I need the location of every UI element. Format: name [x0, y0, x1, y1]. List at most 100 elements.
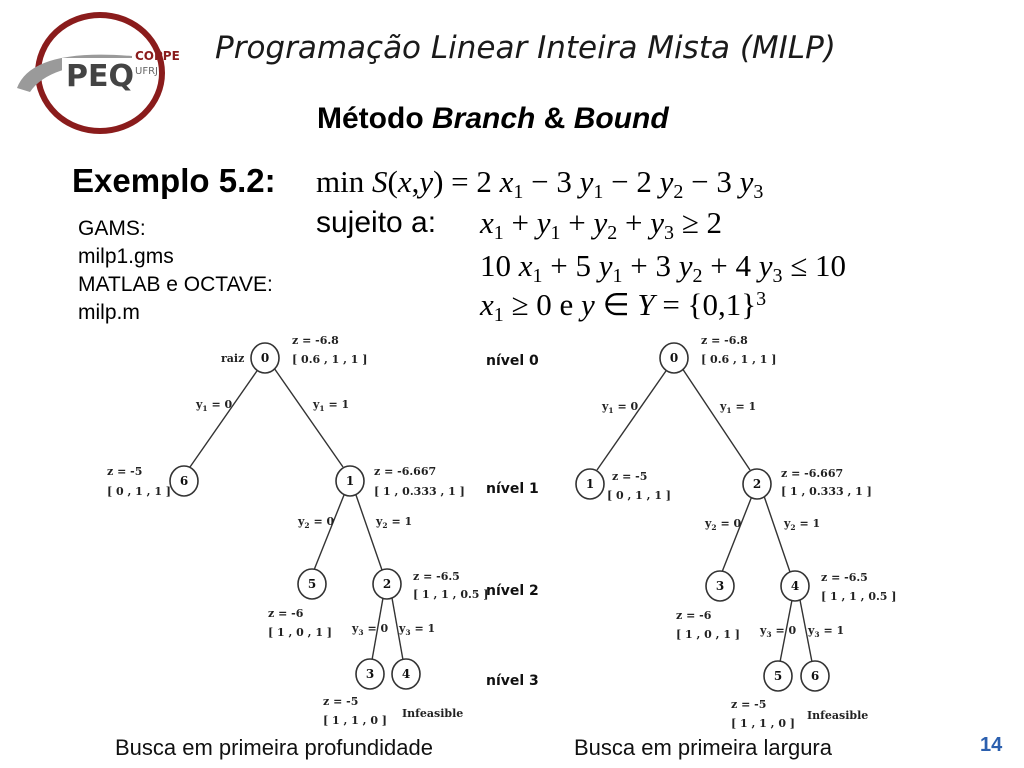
- left-n5-vec: [ 1 , 0 , 1 ]: [268, 626, 332, 639]
- right-node-5: [763, 660, 793, 692]
- right-branch-y1-1: y1 = 1: [719, 400, 756, 415]
- left-n2-vec: [ 1 , 1 , 0.5 ]: [413, 588, 489, 601]
- left-tree-node-labels: 0 6 1 5 2 3 4: [180, 351, 410, 681]
- right-node-0: [659, 342, 689, 374]
- left-node-0-label: 0: [261, 351, 269, 365]
- right-n6-infeasible: Infeasible: [807, 709, 868, 722]
- right-tree-node-labels: 0 1 2 3 4 5 6: [586, 351, 819, 683]
- method-amp: &: [535, 102, 574, 135]
- left-branch-y1-0: y1 = 0: [195, 398, 233, 413]
- left-node-4: [391, 658, 421, 690]
- objective-function: min S(x,y) = 2 x1 − 3 y1 − 2 y2 − 3 y3: [316, 164, 764, 203]
- right-node-0-label: 0: [670, 351, 678, 365]
- page-number: 14: [980, 734, 1003, 756]
- constraint-1-text: x1 + y1 + y2 + y3 ≥ 2: [480, 205, 723, 244]
- file-ref-matlab-label: MATLAB e OCTAVE:: [78, 273, 273, 296]
- constraint-2-text: 10 x1 + 5 y1 + 3 y2 + 4 y3 ≤ 10: [480, 248, 847, 287]
- right-n1-vec: [ 0 , 1 , 1 ]: [607, 489, 671, 502]
- right-branch-y2-0: y2 = 0: [704, 517, 742, 532]
- right-n4-z: z = -6.5: [821, 571, 868, 584]
- right-node-1-label: 1: [586, 477, 594, 491]
- level-labels: nível 0 nível 1 nível 2 nível 3: [486, 353, 539, 689]
- left-tree-annotations: z = -6.8 [ 0.6 , 1 , 1 ] z = -5 [ 0 , 1 …: [107, 334, 489, 727]
- file-ref-gams-file: milp1.gms: [78, 245, 174, 268]
- right-node-5-label: 5: [774, 669, 782, 683]
- left-node-3-label: 3: [366, 667, 374, 681]
- right-node-3: [705, 570, 735, 602]
- left-node-5: [297, 568, 327, 600]
- left-n3-vec: [ 1 , 1 , 0 ]: [323, 714, 387, 727]
- objective-rendered: min S(x,y) = 2 x1 − 3 y1 − 2 y2 − 3 y3: [316, 164, 764, 203]
- constraint-3-text: x1 ≥ 0 e y ∈ Y = {0,1}3: [480, 287, 767, 326]
- example-label: Exemplo 5.2:: [72, 162, 276, 199]
- left-node-1-label: 1: [346, 474, 354, 488]
- level-0-label: nível 0: [486, 353, 539, 369]
- right-tree-annotations: z = -6.8 [ 0.6 , 1 , 1 ] z = -5 [ 0 , 1 …: [607, 334, 897, 730]
- right-n0-vec: [ 0.6 , 1 , 1 ]: [701, 353, 777, 366]
- subject-to-label: sujeito a:: [316, 206, 437, 239]
- left-root-label: raiz: [221, 352, 244, 365]
- right-n0-z: z = -6.8: [701, 334, 748, 347]
- left-branch-y3-0: y3 = 0: [351, 622, 389, 637]
- right-node-2-label: 2: [753, 477, 761, 491]
- right-branch-y1-0: y1 = 0: [601, 400, 639, 415]
- right-n2-vec: [ 1 , 0.333 , 1 ]: [781, 485, 872, 498]
- right-node-4-label: 4: [791, 579, 799, 593]
- left-node-2: [372, 568, 402, 600]
- left-branch-y1-1: y1 = 1: [312, 398, 349, 413]
- left-n3-z: z = -5: [323, 695, 358, 708]
- right-n3-z: z = -6: [676, 609, 712, 622]
- method-bound: Bound: [573, 102, 669, 135]
- method-prefix: Método: [317, 102, 432, 135]
- left-n2-z: z = -6.5: [413, 570, 460, 583]
- logo-subscript: UFRJ: [135, 66, 158, 77]
- left-node-5-label: 5: [308, 577, 316, 591]
- left-n6-z: z = -5: [107, 465, 142, 478]
- right-node-4: [780, 570, 810, 602]
- left-node-6: [169, 465, 199, 497]
- left-n1-z: z = -6.667: [374, 465, 436, 478]
- left-tree-nodes: [169, 342, 421, 690]
- left-node-1: [335, 465, 365, 497]
- left-node-6-label: 6: [180, 474, 188, 488]
- file-ref-gams-label: GAMS:: [78, 217, 146, 240]
- right-n5-vec: [ 1 , 1 , 0 ]: [731, 717, 795, 730]
- right-n5-z: z = -5: [731, 698, 766, 711]
- left-tree-edges: [189, 367, 404, 661]
- left-n4-infeasible: Infeasible: [402, 707, 463, 720]
- file-ref-matlab-file: milp.m: [78, 301, 140, 324]
- level-2-label: nível 2: [486, 583, 539, 599]
- constraint-3: x1 ≥ 0 e y ∈ Y = {0,1}3: [480, 287, 767, 326]
- right-branch-y2-1: y2 = 1: [783, 517, 820, 532]
- constraint-2: 10 x1 + 5 y1 + 3 y2 + 4 y3 ≤ 10: [480, 248, 847, 287]
- right-n1-z: z = -5: [612, 470, 647, 483]
- peq-coppe-logo: PEQ COPPE UFRJ: [17, 12, 180, 134]
- right-tree-nodes: [575, 342, 830, 692]
- left-node-4-label: 4: [402, 667, 410, 681]
- left-branch-y3-1: y3 = 1: [398, 622, 435, 637]
- left-n0-z: z = -6.8: [292, 334, 339, 347]
- right-node-1: [575, 468, 605, 500]
- left-node-2-label: 2: [383, 577, 391, 591]
- level-3-label: nível 3: [486, 673, 539, 689]
- constraint-1: x1 + y1 + y2 + y3 ≥ 2: [480, 205, 723, 244]
- level-1-label: nível 1: [486, 481, 539, 497]
- caption-breadth-first: Busca em primeira largura: [574, 735, 832, 760]
- slide-title: Programação Linear Inteira Mista (MILP): [215, 30, 836, 66]
- left-n0-vec: [ 0.6 , 1 , 1 ]: [292, 353, 368, 366]
- right-tree-edges: [596, 367, 813, 663]
- caption-depth-first: Busca em primeira profundidade: [115, 735, 433, 760]
- logo-swoosh: [17, 54, 132, 92]
- right-branch-y3-0: y3 = 0: [759, 624, 797, 639]
- right-node-2: [742, 468, 772, 500]
- right-branch-labels: y1 = 0 y1 = 1 y2 = 0 y2 = 1 y3 = 0 y3 = …: [601, 400, 844, 639]
- left-node-3: [355, 658, 385, 690]
- file-references: GAMS: milp1.gms MATLAB e OCTAVE: milp.m: [78, 215, 273, 327]
- left-branch-labels: y1 = 0 y1 = 1 y2 = 0 y2 = 1 y3 = 0 y3 = …: [195, 398, 435, 637]
- right-node-3-label: 3: [716, 579, 724, 593]
- left-branch-y2-1: y2 = 1: [375, 515, 412, 530]
- left-n6-vec: [ 0 , 1 , 1 ]: [107, 485, 171, 498]
- logo-superscript: COPPE: [135, 49, 180, 63]
- right-n3-vec: [ 1 , 0 , 1 ]: [676, 628, 740, 641]
